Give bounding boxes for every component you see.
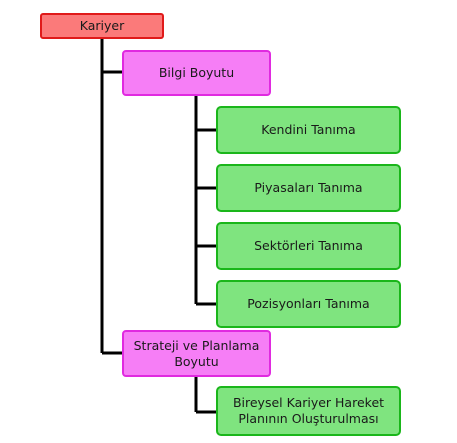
node-bilgi-boyutu: Bilgi Boyutu	[122, 50, 271, 96]
node-bireysel-plan-label: Bireysel Kariyer Hareket Planının Oluştu…	[232, 395, 385, 426]
node-kendini-tanima: Kendini Tanıma	[216, 106, 401, 154]
node-root-label: Kariyer	[79, 18, 125, 33]
node-piyasalari-tanima: Piyasaları Tanıma	[216, 164, 401, 212]
node-pozisyonlari-tanima: Pozisyonları Tanıma	[216, 280, 401, 328]
node-strateji-planlama: Strateji ve Planlama Boyutu	[122, 330, 271, 377]
node-piyasalari-tanima-label: Piyasaları Tanıma	[254, 180, 363, 195]
node-root: Kariyer	[40, 13, 164, 39]
node-strateji-planlama-label: Strateji ve Planlama Boyutu	[133, 337, 260, 369]
node-sektorleri-tanima-label: Sektörleri Tanıma	[254, 238, 363, 253]
node-bireysel-plan: Bireysel Kariyer Hareket Planının Oluştu…	[216, 386, 401, 436]
node-pozisyonlari-tanima-label: Pozisyonları Tanıma	[247, 296, 370, 311]
node-kendini-tanima-label: Kendini Tanıma	[261, 122, 356, 137]
node-sektorleri-tanima: Sektörleri Tanıma	[216, 222, 401, 270]
node-bilgi-boyutu-label: Bilgi Boyutu	[158, 65, 235, 80]
